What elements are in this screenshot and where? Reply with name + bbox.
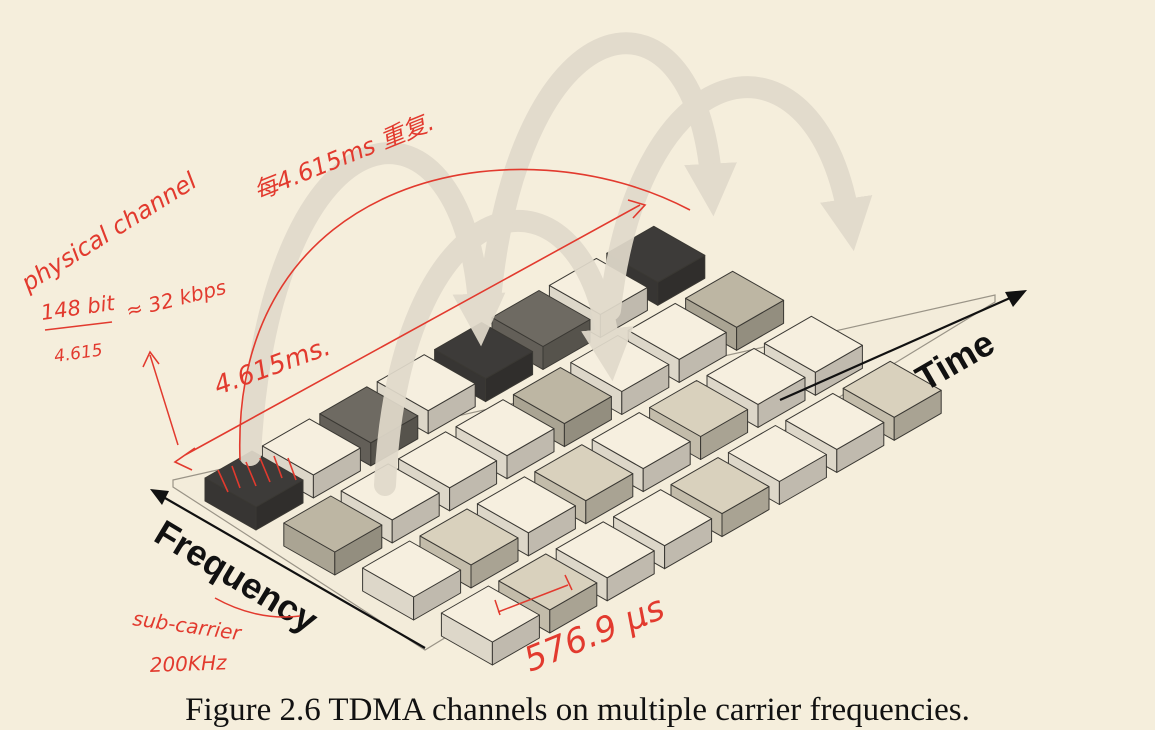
figure-caption: Figure 2.6 TDMA channels on multiple car… [185, 692, 970, 728]
carrier-spacing-note: 200KHz [149, 650, 227, 677]
tile-top-face [398, 431, 498, 489]
channel-height-arrow [142, 350, 179, 446]
frequency-axis-arrowhead [150, 489, 169, 505]
time-axis [779, 296, 1011, 402]
time-slot-tile [362, 540, 462, 621]
slot-width-arrow [494, 574, 573, 616]
tile-top-face [555, 521, 655, 579]
hop-arrow [239, 142, 506, 466]
tile-top-face [649, 380, 749, 437]
tile-top-face [283, 495, 383, 553]
tile-top-face [362, 540, 462, 598]
tile-top-face [613, 489, 713, 547]
slot-hatching [217, 455, 297, 493]
tile-top-face [204, 450, 304, 508]
fraction-bar [44, 321, 113, 331]
tile-top-face [491, 290, 591, 347]
time-axis-arrowhead [1005, 290, 1027, 307]
time-slot-grid [204, 225, 942, 666]
tdma-diagram: Time Frequency physical channel 每4.615ms… [15, 32, 1027, 680]
tile-top-face [534, 444, 634, 502]
time-slot-tile [283, 495, 383, 576]
tile-top-face [670, 457, 770, 515]
tile-top-face [440, 585, 540, 643]
tile-top-face [261, 418, 361, 476]
tile-top-face [785, 392, 885, 450]
tile-top-face [498, 553, 598, 611]
frequency-axis [164, 497, 426, 649]
tile-top-face [476, 476, 576, 534]
time-slot-tile [204, 450, 304, 531]
tile-top-face [763, 315, 863, 373]
tile-top-face [591, 412, 691, 470]
physical-channel-note: physical channel [15, 167, 201, 298]
time-slot-tile [440, 585, 540, 666]
tile-top-face [685, 270, 785, 328]
repeat-arc [239, 168, 691, 461]
bits-numerator: 148 bit [39, 291, 117, 325]
subcarrier-note: sub-carrier [131, 606, 244, 645]
tile-top-face [455, 399, 555, 457]
tile-top-face [627, 302, 727, 360]
bits-denominator: 4.615 [53, 340, 104, 367]
tile-top-face [727, 425, 827, 482]
frame-period-bracket [173, 199, 647, 471]
tile-top-face [419, 508, 519, 566]
tile-top-face [512, 367, 612, 425]
tile-top-face [842, 360, 942, 418]
tile-top-face [706, 347, 806, 405]
subcarrier-arrow [214, 597, 301, 618]
bitrate-note: ≈ 32 kbps [123, 275, 228, 323]
